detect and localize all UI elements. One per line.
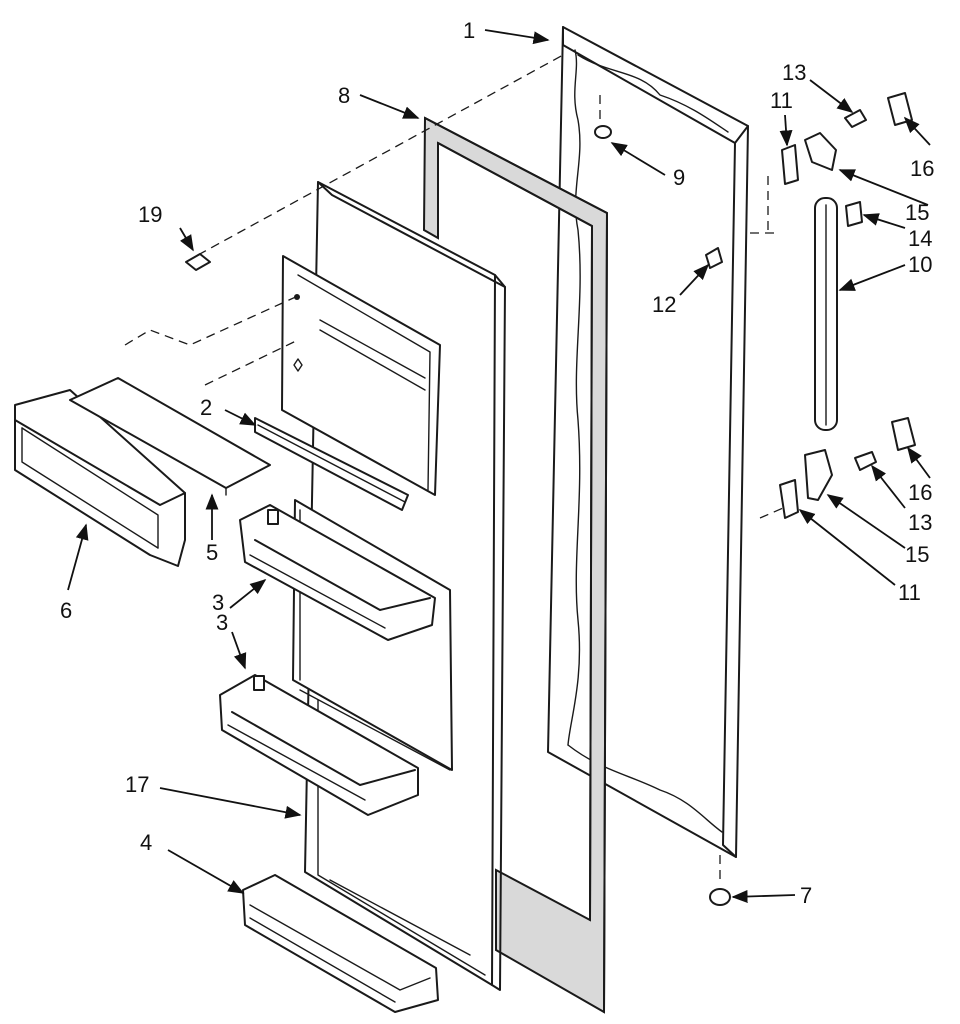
callout-11-lower: 11	[898, 580, 921, 605]
callout-14: 14	[908, 226, 932, 251]
callout-3-lower: 3	[216, 610, 228, 635]
dispenser-panel	[69, 377, 271, 496]
shelf-rail	[254, 417, 409, 511]
outer-door-panel	[547, 26, 749, 858]
callout-12: 12	[652, 292, 676, 317]
callout-13-upper: 13	[782, 60, 806, 85]
callout-3-upper: 3	[212, 590, 224, 615]
door-bin-upper	[239, 504, 436, 641]
callout-6: 6	[60, 598, 72, 623]
callout-13-lower: 13	[908, 510, 932, 535]
callout-11-upper: 11	[770, 88, 793, 113]
callout-1: 1	[463, 18, 475, 43]
door-gasket	[422, 116, 609, 1014]
door-bin-bottom	[242, 874, 439, 1013]
callout-arrows	[67, 29, 931, 904]
assembly-lines	[124, 54, 791, 885]
callout-10: 10	[908, 252, 932, 277]
hinge-handle-assembly	[185, 92, 916, 906]
callout-17: 17	[125, 772, 149, 797]
callout-4: 4	[140, 830, 152, 855]
callout-15-upper: 15	[905, 200, 929, 225]
callout-5: 5	[206, 540, 218, 565]
callout-15-lower: 15	[905, 542, 929, 567]
callout-labels: 1 2 3 3 4 5 6 7 8 9 10 11 11 12 13 13 14…	[60, 18, 934, 908]
callout-16-upper: 16	[910, 156, 934, 181]
callout-2: 2	[200, 395, 212, 420]
door-bin-lower	[219, 674, 419, 816]
callout-19: 19	[138, 202, 162, 227]
callout-7: 7	[800, 883, 812, 908]
callout-9: 9	[673, 165, 685, 190]
callout-16-lower: 16	[908, 480, 932, 505]
dispenser-cover	[14, 389, 186, 567]
callout-8: 8	[338, 83, 350, 108]
